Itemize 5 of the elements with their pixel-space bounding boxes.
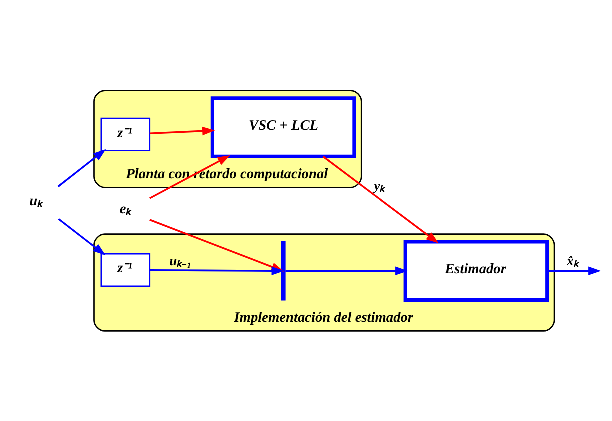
- edge-label: x̂ₖ: [567, 253, 579, 268]
- edge-label: yₖ: [374, 178, 386, 193]
- edge-label: uₖ₋₁: [170, 253, 192, 268]
- node-text: eₖ: [120, 201, 132, 218]
- node-text: uₖ: [30, 192, 43, 209]
